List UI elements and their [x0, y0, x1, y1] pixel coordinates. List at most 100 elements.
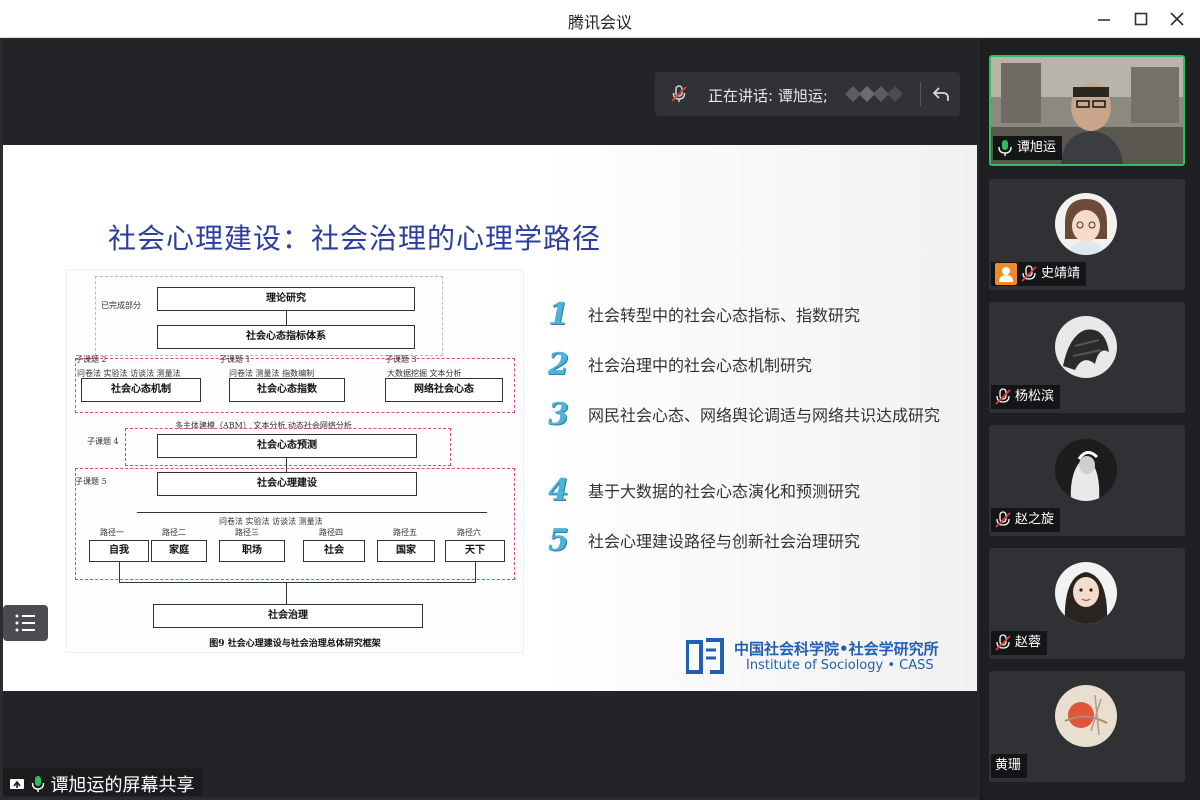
participant-tile[interactable]: 赵蓉 [989, 548, 1185, 659]
mic-muted-icon [1021, 265, 1037, 282]
avatar [1055, 562, 1117, 624]
sub3-methods: 大数据挖掘 文本分析 [387, 369, 462, 378]
item-text: 网民社会心态、网络舆论调适与网络共识达成研究 [588, 406, 941, 425]
sub5-label: 子课题 5 [75, 477, 107, 486]
return-icon[interactable] [931, 84, 951, 104]
minimize-button[interactable] [1093, 8, 1115, 30]
screen-share-icon [10, 779, 24, 789]
avatar [1055, 685, 1117, 747]
level-box: 社会 [303, 540, 365, 562]
research-framework-diagram: 已完成部分 理论研究 社会心态指标体系 子课题 2 问卷法 实验法 访谈法 测量… [66, 269, 524, 653]
item-text: 基于大数据的社会心态演化和预测研究 [588, 482, 861, 501]
screen-share-label: 谭旭运的屏幕共享 [3, 768, 203, 796]
path-label: 路径四 [319, 528, 343, 537]
sub1-label: 子课题 1 [219, 355, 251, 364]
share-owner-label: 谭旭运的屏幕共享 [50, 775, 195, 796]
avatar [1055, 193, 1117, 255]
connector [137, 512, 487, 513]
mic-muted-icon [671, 85, 687, 102]
sub4-methods: 多主体建模（ABM） 文本分析 动态社会网络分析 [175, 421, 352, 430]
title-bar: 腾讯会议 [0, 0, 1200, 38]
sub5-box: 社会心理建设 [157, 472, 417, 496]
level-box: 自我 [89, 540, 149, 562]
participant-name: 杨松滨 [1015, 389, 1055, 404]
institution-name-en: Institute of Sociology • CASS [746, 658, 934, 673]
maximize-button[interactable] [1130, 8, 1152, 30]
shared-slide: 社会心理建设：社会治理的心理学路径 已完成部分 理论研究 社会心态指标体系 子课… [3, 145, 977, 691]
avatar [1055, 316, 1117, 378]
path-label: 路径一 [100, 528, 124, 537]
connector [119, 582, 476, 583]
slide-title: 社会心理建设：社会治理的心理学路径 [108, 222, 602, 255]
mic-muted-icon [995, 511, 1011, 528]
path-label: 路径五 [393, 528, 417, 537]
item-number: 5 [548, 523, 569, 558]
participant-tile[interactable]: 史靖靖 [989, 179, 1185, 290]
sub3-label: 子课题 3 [385, 355, 417, 364]
avatar [1055, 439, 1117, 501]
path-label: 路径六 [457, 528, 481, 537]
participant-tile[interactable]: 杨松滨 [989, 302, 1185, 413]
connector [286, 458, 287, 472]
level-box: 国家 [377, 540, 435, 562]
audio-wave-icon [845, 86, 903, 102]
sub4-region [125, 428, 451, 466]
participant-name: 谭旭运 [1017, 140, 1057, 155]
completed-label: 已完成部分 [101, 301, 141, 310]
item-number: 2 [548, 347, 569, 382]
toolbar-menu-button[interactable] [3, 605, 48, 641]
screen-share-stage: 正在讲话: 谭旭运; 社会心理建设：社会治理的心理学路径 已完成部分 理论研究 … [3, 39, 978, 797]
item-number: 1 [548, 297, 569, 332]
mic-icon [31, 776, 44, 792]
level-box: 天下 [445, 540, 505, 562]
participant-name-tag: 谭旭运 [993, 136, 1063, 160]
sub4-box: 社会心态预测 [157, 434, 417, 458]
participant-name: 史靖靖 [1041, 266, 1081, 281]
participant-name-tag: 黄珊 [991, 754, 1028, 778]
participant-name: 赵蓉 [1015, 635, 1042, 650]
mic-muted-icon [995, 634, 1011, 651]
sub4-label: 子课题 4 [87, 437, 119, 446]
institution-name-cn: 中国社会科学院•社会学研究所 [734, 640, 939, 658]
participant-name: 赵之旋 [1015, 512, 1055, 527]
participant-tile[interactable]: 赵之旋 [989, 425, 1185, 536]
connector [286, 311, 287, 325]
participants-panel: 谭旭运 史靖靖 [979, 39, 1200, 800]
cass-emblem-icon [686, 638, 724, 674]
sub3-box: 网络社会心态 [385, 378, 503, 402]
list-icon [15, 614, 35, 632]
minimize-icon [1098, 19, 1110, 21]
item-number: 3 [548, 397, 569, 432]
sub1-box: 社会心态指数 [229, 378, 345, 402]
figure-caption: 图9 社会心理建设与社会治理总体研究框架 [209, 639, 381, 649]
index-system-box: 社会心态指标体系 [157, 325, 415, 349]
connector [286, 582, 287, 604]
participant-name: 黄珊 [995, 758, 1022, 773]
item-text: 社会心理建设路径与创新社会治理研究 [588, 532, 861, 551]
participant-tile[interactable]: 黄珊 [989, 671, 1185, 782]
sub2-label: 子课题 2 [75, 355, 107, 364]
participant-name-tag: 赵蓉 [991, 631, 1048, 655]
item-number: 4 [548, 473, 569, 508]
completed-region [95, 276, 443, 356]
item-text: 社会转型中的社会心态指标、指数研究 [588, 306, 861, 325]
user-badge-icon [995, 263, 1017, 285]
mic-muted-icon [995, 388, 1011, 405]
governance-box: 社会治理 [153, 604, 423, 628]
sub5-methods: 问卷法 实验法 访谈法 测量法 [219, 517, 323, 526]
path-label: 路径二 [162, 528, 186, 537]
maximize-icon [1134, 12, 1148, 26]
mic-on-icon [998, 140, 1012, 156]
participant-tile[interactable]: 谭旭运 [989, 55, 1185, 166]
sub2-methods: 问卷法 实验法 访谈法 测量法 [77, 369, 181, 378]
sub1-methods: 问卷法 测量法 指数编制 [229, 369, 315, 378]
close-button[interactable] [1166, 8, 1188, 30]
participant-name-tag: 杨松滨 [991, 385, 1061, 409]
speaking-indicator: 正在讲话: 谭旭运; [655, 72, 960, 116]
connector [119, 562, 120, 582]
path-label: 路径三 [235, 528, 259, 537]
divider [920, 82, 921, 106]
connector [475, 562, 476, 582]
close-icon [1170, 12, 1184, 26]
sub2-box: 社会心态机制 [81, 378, 201, 402]
